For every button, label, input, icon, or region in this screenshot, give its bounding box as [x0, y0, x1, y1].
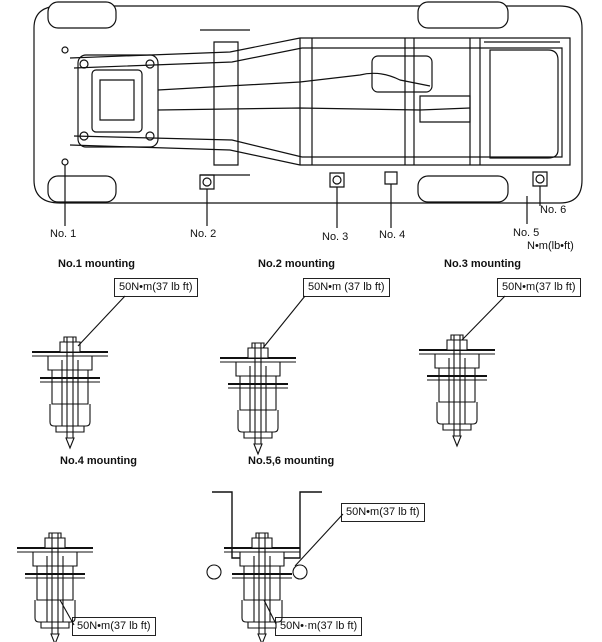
mount-label-no6: No. 6: [540, 204, 567, 216]
title-no56-mounting: No.5,6 mounting: [248, 455, 335, 467]
title-no3-mounting: No.3 mounting: [444, 258, 521, 270]
torque-callout-no4: 50N•m(37 lb ft): [72, 617, 156, 636]
torque-callout-no56-lower: 50N•·m(37 lb ft): [275, 617, 363, 636]
title-no2-mounting: No.2 mounting: [258, 258, 335, 270]
torque-callout-no2: 50N•m (37 lb ft): [303, 278, 390, 297]
mount-label-no3: No. 3: [322, 231, 349, 243]
torque-callout-no56-upper: 50N•m(37 lb ft): [341, 503, 425, 522]
mount-label-no1: No. 1: [50, 228, 77, 240]
title-no1-mounting: No.1 mounting: [58, 258, 135, 270]
title-no4-mounting: No.4 mounting: [60, 455, 137, 467]
mount-label-no4: No. 4: [379, 229, 406, 241]
mount-label-no5: No. 5: [513, 227, 540, 239]
torque-units: N•m(lb•ft): [527, 240, 574, 252]
mount-label-no2: No. 2: [190, 228, 217, 240]
torque-callout-no1: 50N•m(37 lb ft): [114, 278, 198, 297]
torque-callout-no3: 50N•m(37 lb ft): [497, 278, 581, 297]
